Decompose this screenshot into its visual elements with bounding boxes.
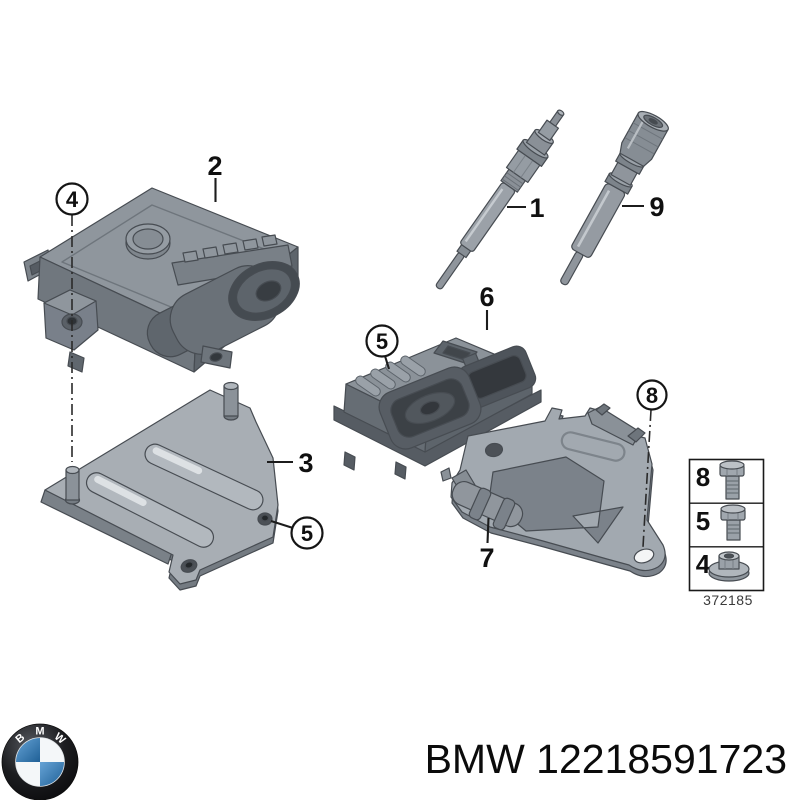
callout-3: 3 xyxy=(298,448,313,478)
part-control-module-2 xyxy=(23,187,300,373)
callout-4: 4 xyxy=(66,187,79,212)
legend-num-4: 4 xyxy=(696,549,711,579)
hex-bolt-icon xyxy=(720,504,746,541)
centerline-8 xyxy=(642,409,652,548)
callout-labels: 1 2 3 6 7 9 4 5 5 8 xyxy=(55,151,668,573)
bracket-stud-front xyxy=(64,465,81,505)
part-glow-plug-9 xyxy=(560,110,669,286)
callout-circle-5a xyxy=(365,324,399,358)
hex-bolt-icon xyxy=(719,460,745,500)
leader-7 xyxy=(486,517,490,544)
diagram-number: 372185 xyxy=(703,592,753,608)
roundel-letter-m: M xyxy=(35,726,44,738)
callout-9: 9 xyxy=(649,192,664,222)
flange-nut-icon xyxy=(708,551,750,582)
leader-5b xyxy=(270,519,294,530)
module-connector-socket xyxy=(228,261,300,321)
callout-5a: 5 xyxy=(376,329,388,354)
part-bracket-3 xyxy=(40,381,279,591)
part-bracket-7 xyxy=(440,403,667,578)
callout-8: 8 xyxy=(646,383,658,408)
unit-port-front xyxy=(378,366,482,450)
bmw-roundel-logo: B M W xyxy=(1,723,79,800)
callout-circle-5b xyxy=(290,516,324,550)
callout-lines xyxy=(71,178,652,548)
legend-num-5: 5 xyxy=(696,506,710,536)
bracket-stud-rear xyxy=(223,381,239,421)
bracket7-round-hole xyxy=(484,442,504,458)
legend-box: 8 5 4 372185 xyxy=(688,458,765,608)
callout-circle-8 xyxy=(636,379,668,411)
callout-2: 2 xyxy=(207,151,222,181)
callout-7: 7 xyxy=(479,543,494,573)
part-control-unit-6 xyxy=(333,337,542,480)
legend-num-8: 8 xyxy=(696,462,710,492)
part-glow-plug-1 xyxy=(435,109,565,290)
callout-1: 1 xyxy=(529,193,544,223)
footer: B M W BMW 12218591723 xyxy=(1,723,787,800)
callout-6: 6 xyxy=(479,282,494,312)
bracket7-foot-hole xyxy=(633,548,655,564)
unit-port-right xyxy=(457,345,537,409)
leader-5a xyxy=(383,355,391,370)
callout-circle-4 xyxy=(55,182,89,216)
callout-5b: 5 xyxy=(301,521,313,546)
part-number-text: BMW 12218591723 xyxy=(425,736,787,782)
